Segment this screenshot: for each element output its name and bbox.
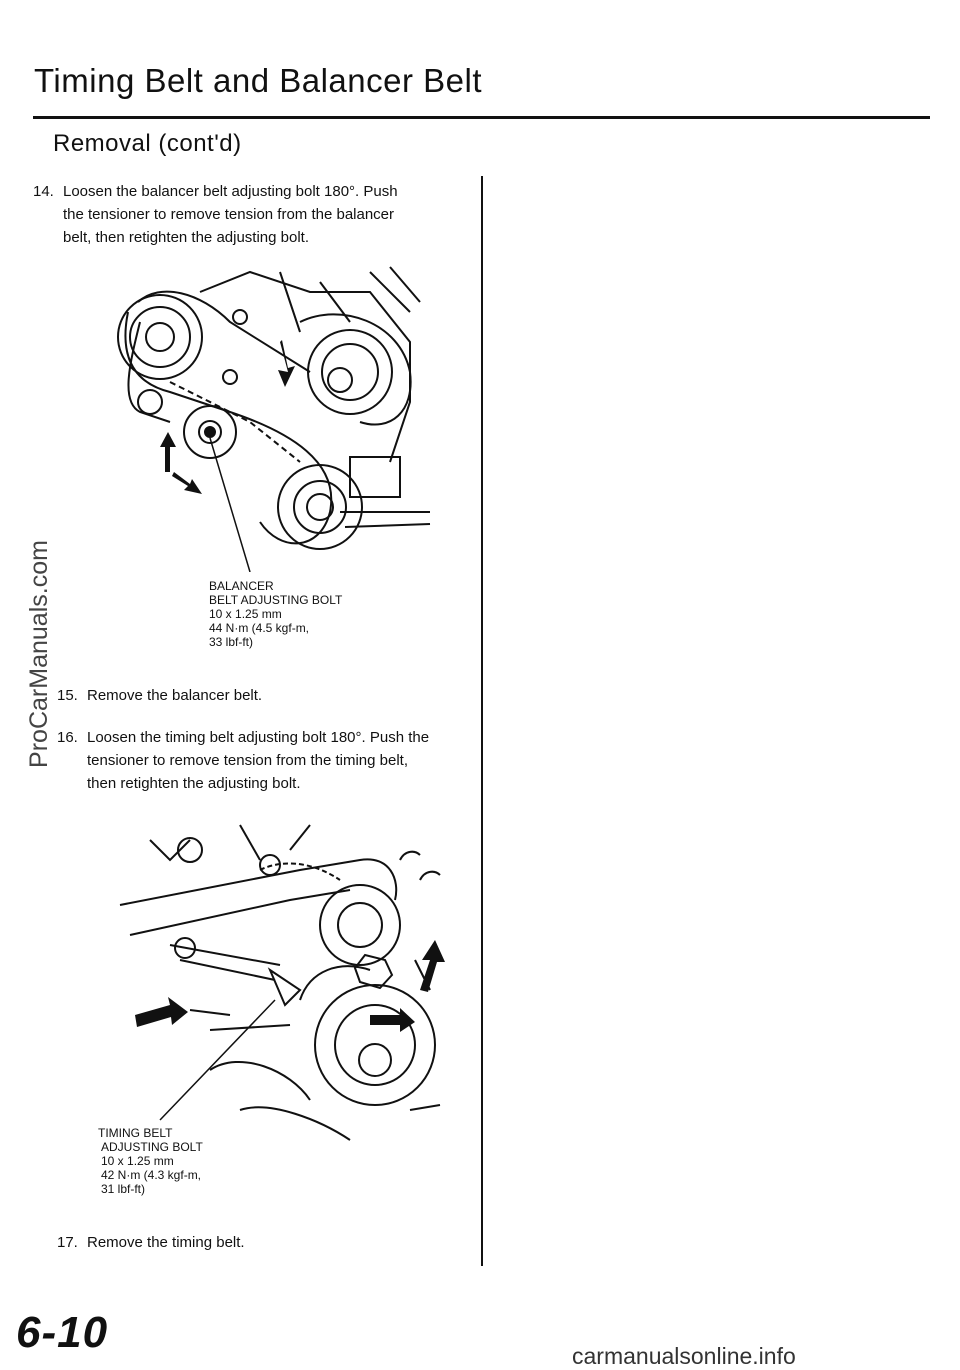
step-number: 17.: [57, 1234, 78, 1251]
title-rule: [33, 116, 930, 119]
step-14: 14. Loosen the balancer belt adjusting bo…: [33, 180, 398, 249]
caption-line: BALANCER: [209, 579, 274, 593]
caption-line: 31 lbf-ft): [101, 1182, 146, 1196]
step-number: 16.: [57, 729, 78, 746]
balancer-belt-illustration: [117, 266, 431, 572]
section-title: Removal (cont'd): [53, 130, 242, 157]
caption-line: 10 x 1.25 mm: [209, 607, 282, 621]
page-title: Timing Belt and Balancer Belt: [34, 62, 482, 99]
step-line: the tensioner to remove tension from the…: [63, 206, 395, 223]
step-line: Remove the timing belt.: [87, 1234, 245, 1251]
step-line: belt, then retighten the adjusting bolt.: [63, 229, 310, 246]
step-17: 17. Remove the timing belt.: [57, 1231, 245, 1254]
caption-line: TIMING BELT: [98, 1126, 173, 1140]
timing-belt-illustration: [119, 824, 445, 1141]
caption-line: 44 N·m (4.5 kgf-m,: [209, 621, 310, 635]
page-number: 6-10: [16, 1308, 109, 1357]
column-divider: [481, 176, 483, 1266]
step-16: 16. Loosen the timing belt adjusting bolt…: [57, 726, 429, 795]
step-15: 15. Remove the balancer belt.: [57, 684, 262, 707]
step-line: Remove the balancer belt.: [87, 687, 263, 704]
step-line: then retighten the adjusting bolt.: [87, 775, 301, 792]
step-number: 15.: [57, 687, 78, 704]
bottom-watermark: carmanualsonline.info: [572, 1343, 796, 1369]
caption-line: BELT ADJUSTING BOLT: [209, 593, 343, 607]
step-line: Loosen the timing belt adjusting bolt 18…: [87, 729, 430, 746]
step-number: 14.: [33, 183, 54, 200]
balancer-bolt-caption: BALANCER BELT ADJUSTING BOLT 10 x 1.25 m…: [209, 579, 342, 649]
caption-line: ADJUSTING BOLT: [101, 1140, 203, 1154]
step-line: Loosen the balancer belt adjusting bolt …: [63, 183, 398, 200]
caption-line: 33 lbf-ft): [209, 635, 254, 649]
side-watermark: ProCarManuals.com: [25, 540, 53, 768]
caption-line: 42 N·m (4.3 kgf-m,: [101, 1168, 202, 1182]
timing-bolt-caption: TIMING BELT ADJUSTING BOLT 10 x 1.25 mm …: [98, 1126, 203, 1196]
caption-line: 10 x 1.25 mm: [101, 1154, 174, 1168]
step-line: tensioner to remove tension from the tim…: [87, 752, 408, 769]
